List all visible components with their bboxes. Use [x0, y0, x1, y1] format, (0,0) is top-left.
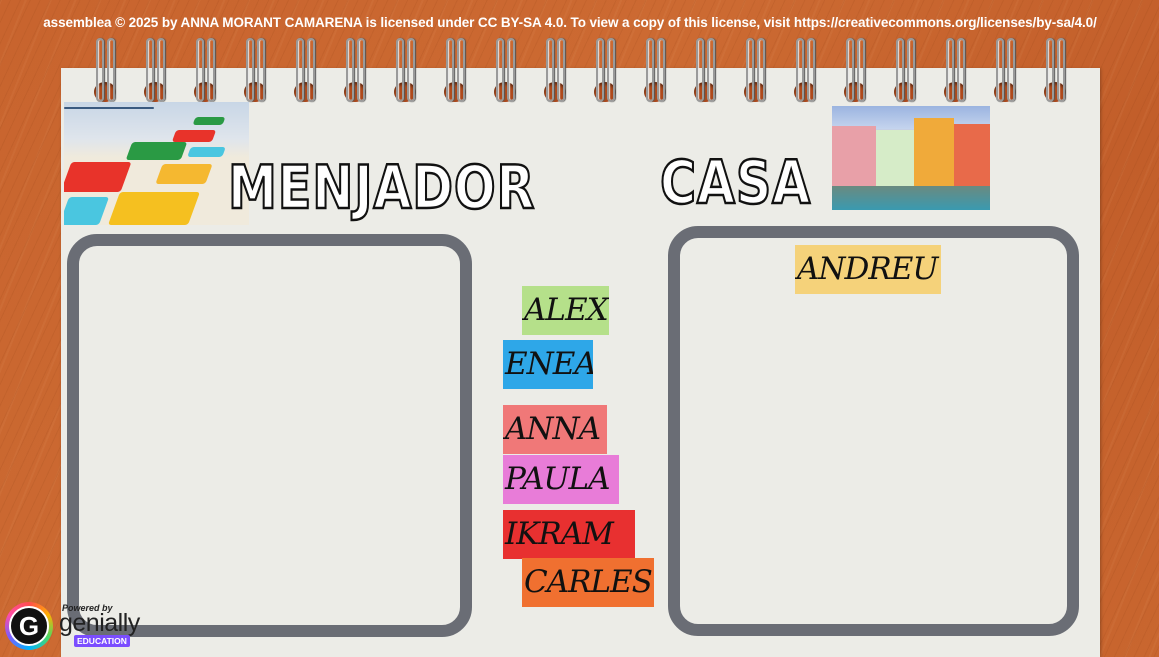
casa-dropzone[interactable] — [668, 226, 1079, 636]
name-tag-alex[interactable]: ALEX — [522, 286, 609, 335]
spiral-ring — [193, 38, 219, 108]
spiral-ring — [693, 38, 719, 108]
spiral-ring — [93, 38, 119, 108]
spiral-ring — [593, 38, 619, 108]
spiral-ring — [743, 38, 769, 108]
spiral-ring — [393, 38, 419, 108]
powered-by-label: Powered by — [62, 603, 113, 613]
education-badge: EDUCATION — [74, 635, 130, 647]
spiral-ring — [443, 38, 469, 108]
dining-hall-image — [64, 102, 249, 225]
genially-logo-icon: G — [5, 602, 53, 650]
spiral-ring — [1043, 38, 1069, 108]
name-tag-ikram[interactable]: IKRAM — [503, 510, 635, 559]
spiral-ring — [543, 38, 569, 108]
spiral-ring — [243, 38, 269, 108]
houses-canal-image — [832, 106, 990, 210]
spiral-ring — [793, 38, 819, 108]
name-tag-anna[interactable]: ANNA — [503, 405, 607, 454]
spiral-ring — [143, 38, 169, 108]
menjador-heading: MENJADOR — [227, 152, 536, 225]
license-notice: assemblea © 2025 by ANNA MORANT CAMARENA… — [43, 15, 1097, 30]
name-tag-paula[interactable]: PAULA — [503, 455, 619, 504]
name-tag-andreu[interactable]: ANDREU — [795, 245, 941, 294]
spiral-ring — [493, 38, 519, 108]
spiral-ring — [643, 38, 669, 108]
spiral-ring — [343, 38, 369, 108]
menjador-dropzone[interactable] — [67, 234, 472, 637]
brand-name: genially — [59, 609, 140, 637]
spiral-ring — [843, 38, 869, 108]
casa-heading: CASA — [659, 147, 811, 220]
spiral-ring — [943, 38, 969, 108]
spiral-ring — [293, 38, 319, 108]
spiral-ring — [993, 38, 1019, 108]
name-tag-enea[interactable]: ENEA — [503, 340, 593, 389]
spiral-ring — [893, 38, 919, 108]
genially-badge[interactable]: G Powered by genially EDUCATION — [5, 601, 145, 651]
name-tag-carles[interactable]: CARLES — [522, 558, 654, 607]
